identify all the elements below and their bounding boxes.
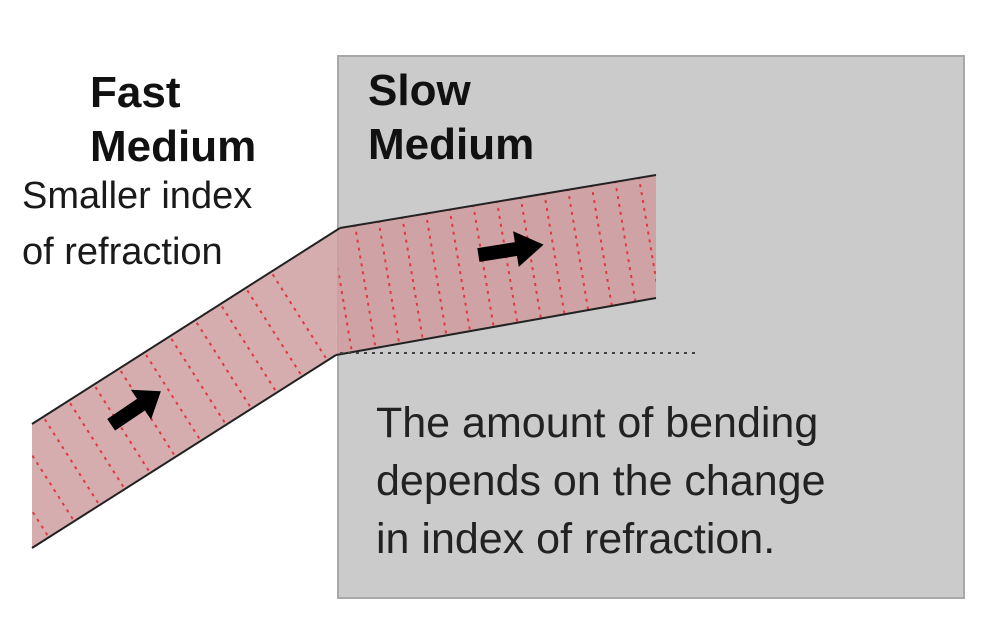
caption-line2: depends on the change (376, 457, 826, 505)
fast-medium-note-line1: Smaller index (22, 175, 253, 217)
beam-edge-slow-top (339, 174, 657, 229)
beam-edge-slow-bottom (335, 297, 657, 356)
fast-medium-title-line2: Medium (90, 122, 257, 171)
refracted-beam (336, 175, 656, 355)
arrow-right-icon (477, 231, 544, 267)
incident-beam (32, 228, 340, 548)
slow-medium-title-line1: Slow (368, 66, 471, 115)
arrow-right-icon (107, 389, 161, 431)
fast-medium-note-line2: of refraction (22, 231, 223, 273)
bending-caption: The amount of bending depends on the chan… (376, 394, 956, 568)
slow-medium-title-line2: Medium (368, 120, 535, 169)
caption-line1: The amount of bending (376, 399, 819, 447)
beam-edge-fast-bottom (31, 354, 337, 549)
fast-medium-title-line1: Fast (90, 68, 181, 117)
caption-line3: in index of refraction. (376, 515, 776, 563)
beam-edge-fast-top (31, 227, 341, 425)
fast-medium-note: Smaller index of refraction (22, 168, 252, 280)
